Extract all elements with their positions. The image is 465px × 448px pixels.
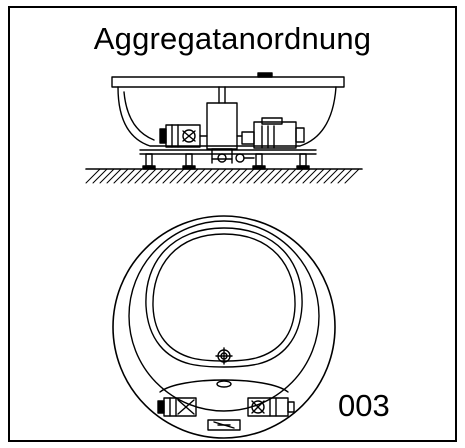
drawing-number: 003 — [338, 388, 390, 423]
top-view — [112, 215, 336, 439]
side-view — [85, 72, 363, 184]
right-pump — [253, 121, 297, 149]
control-box-top — [207, 419, 241, 431]
right-pump-top — [247, 397, 295, 417]
tub-outer-rim — [112, 215, 336, 439]
drawing-title: Aggregatanordnung — [93, 21, 372, 56]
tub-rim — [111, 76, 345, 88]
tub-inner-rim — [128, 220, 320, 412]
drain-symbol — [215, 347, 233, 365]
tub-basin — [145, 227, 303, 368]
tub-body — [117, 86, 337, 147]
tub-inner-line — [123, 91, 155, 141]
drawing-frame — [8, 6, 457, 442]
rim-lip — [257, 72, 273, 78]
central-unit — [206, 102, 238, 150]
floor-hatching — [85, 168, 360, 184]
left-pump-top — [157, 397, 197, 417]
